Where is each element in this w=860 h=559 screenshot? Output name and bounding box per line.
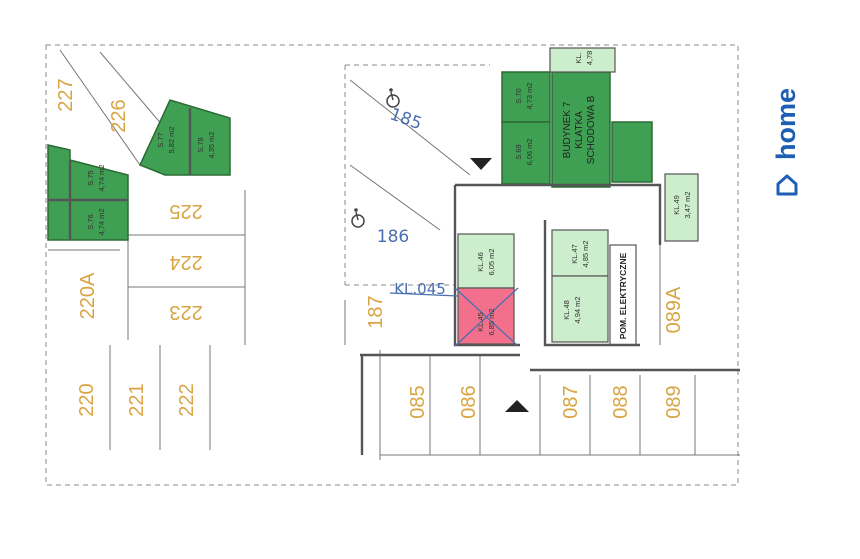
room-kl49 (664, 173, 699, 242)
svg-text:S.69: S.69 (514, 144, 523, 159)
spot-223: 223 (169, 301, 202, 323)
spot-185: 185 (387, 104, 424, 134)
spot-086: 086 (458, 385, 480, 418)
svg-text:4,74 m2: 4,74 m2 (97, 164, 106, 191)
label-s69: S.69 6,06 m2 (514, 138, 534, 165)
handwritten-note: KL.045 (394, 280, 446, 298)
spot-220a: 220A (77, 272, 99, 319)
spot-186: 186 (377, 227, 409, 247)
walls (360, 183, 740, 455)
label-top-kl: KL. 4,78 (574, 51, 594, 66)
spot-226: 226 (108, 99, 130, 132)
svg-text:S.78: S.78 (196, 137, 205, 152)
svg-text:6,85 m2: 6,85 m2 (487, 308, 496, 335)
svg-text:4,78: 4,78 (585, 51, 594, 66)
room-s70 (501, 71, 551, 123)
svg-text:KL.45: KL.45 (476, 312, 485, 332)
svg-text:S.76: S.76 (86, 214, 95, 229)
svg-text:KL.47: KL.47 (570, 244, 579, 264)
label-kl48: KL.48 4,94 m2 (562, 296, 582, 323)
storage-group-left (47, 144, 129, 241)
svg-text:SCHODOWA B: SCHODOWA B (586, 95, 597, 164)
wheelchair-icon (386, 88, 400, 108)
svg-text:4,35 m2: 4,35 m2 (207, 131, 216, 158)
svg-text:5,82 m2: 5,82 m2 (167, 126, 176, 153)
wheelchair-icon (351, 208, 365, 228)
spot-220: 220 (76, 383, 98, 416)
spot-187: 187 (365, 295, 387, 328)
spot-224: 224 (169, 251, 202, 273)
room-kl47 (551, 229, 609, 277)
label-s77: S.77 5,82 m2 (156, 126, 176, 153)
svg-text:S.70: S.70 (514, 88, 523, 103)
house-logo-icon (776, 174, 798, 196)
label-s78: S.78 4,35 m2 (196, 131, 216, 158)
svg-text:4,85 m2: 4,85 m2 (581, 240, 590, 267)
svg-text:KL.48: KL.48 (562, 300, 571, 320)
spot-222: 222 (176, 383, 198, 416)
label-s75: S.75 4,74 m2 (86, 164, 106, 191)
room-kl48 (551, 275, 609, 343)
svg-text:KLATKA: KLATKA (574, 111, 585, 149)
svg-text:4,73 m2: 4,73 m2 (525, 82, 534, 109)
plan-boundary (45, 44, 739, 486)
spot-089a: 089A (663, 286, 685, 333)
room-s69 (501, 121, 551, 185)
svg-text:S.77: S.77 (156, 132, 165, 147)
spot-225: 225 (169, 200, 202, 222)
label-s76: S.76 4,74 m2 (86, 208, 106, 235)
spot-089: 089 (663, 385, 685, 418)
arrow-down-icon (470, 158, 492, 170)
svg-text:KL.46: KL.46 (476, 252, 485, 272)
svg-text:4,74 m2: 4,74 m2 (97, 208, 106, 235)
svg-text:4,94 m2: 4,94 m2 (573, 296, 582, 323)
electric-room (609, 244, 637, 346)
svg-text:3,47 m2: 3,47 m2 (683, 191, 692, 218)
label-s70: S.70 4,73 m2 (514, 82, 534, 109)
svg-text:6,05 m2: 6,05 m2 (487, 248, 496, 275)
spot-088: 088 (610, 385, 632, 418)
label-kl45: KL.45 6,85 m2 (476, 308, 496, 335)
brand-logo-text[interactable]: home (771, 87, 801, 160)
label-building: BUDYNEK 7 KLATKA SCHODOWA B (562, 95, 597, 164)
label-kl49: KL.49 3,47 m2 (672, 191, 692, 218)
green-room-right (611, 121, 653, 183)
room-kl46 (457, 233, 515, 289)
svg-text:KL.: KL. (574, 52, 583, 63)
spot-087: 087 (560, 385, 582, 418)
spot-085: 085 (407, 385, 429, 418)
label-electric-room: POM. ELEKTRYCZNE (618, 252, 628, 339)
room-top-kl (549, 47, 616, 73)
storage-group-top (138, 99, 231, 176)
label-kl46: KL.46 6,05 m2 (476, 248, 496, 275)
spot-221: 221 (126, 383, 148, 416)
label-kl47: KL.47 4,85 m2 (570, 240, 590, 267)
svg-text:S.75: S.75 (86, 170, 95, 185)
arrow-up-icon (505, 400, 529, 412)
svg-text:BUDYNEK 7: BUDYNEK 7 (562, 101, 573, 158)
svg-text:6,06 m2: 6,06 m2 (525, 138, 534, 165)
stairwell-b (551, 71, 611, 188)
spot-227: 227 (55, 78, 77, 111)
svg-text:KL.49: KL.49 (672, 195, 681, 215)
